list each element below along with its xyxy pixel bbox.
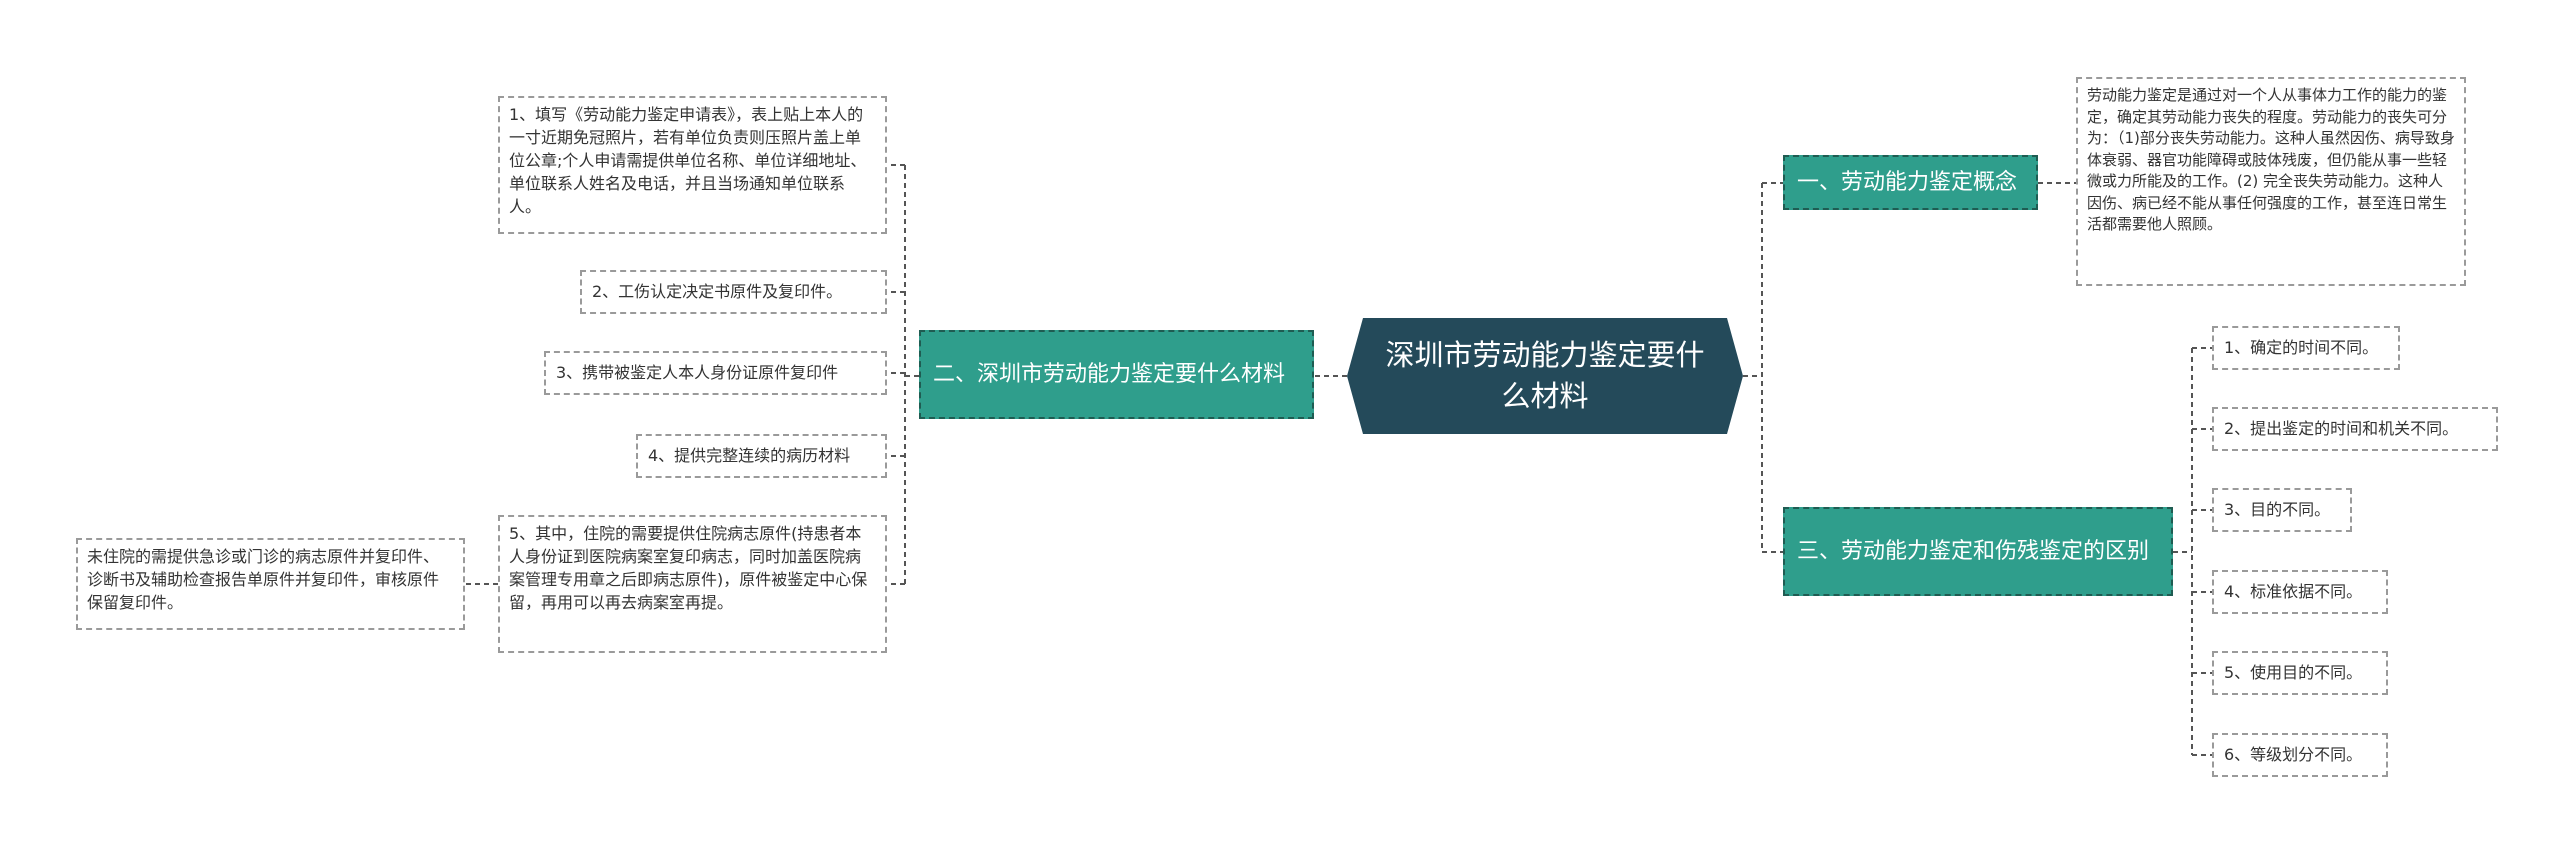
- difference-item-3-text: 3、目的不同。: [2224, 500, 2331, 519]
- materials-item-3[interactable]: 3、携带被鉴定人本人身份证原件复印件: [544, 351, 887, 395]
- materials-item-4[interactable]: 4、提供完整连续的病历材料: [636, 434, 887, 478]
- materials-sub-item[interactable]: 未住院的需提供急诊或门诊的病志原件并复印件、诊断书及辅助检查报告单原件并复印件，…: [76, 538, 465, 630]
- concept-detail-text: 劳动能力鉴定是通过对一个人从事体力工作的能力的鉴定，确定其劳动能力丧失的程度。劳…: [2087, 86, 2455, 233]
- materials-sub-item-text: 未住院的需提供急诊或门诊的病志原件并复印件、诊断书及辅助检查报告单原件并复印件，…: [87, 547, 440, 612]
- central-topic[interactable]: 深圳市劳动能力鉴定要什么材料: [1347, 318, 1743, 434]
- difference-item-6-text: 6、等级划分不同。: [2224, 745, 2363, 764]
- difference-item-1[interactable]: 1、确定的时间不同。: [2212, 326, 2400, 370]
- difference-item-2-text: 2、提出鉴定的时间和机关不同。: [2224, 419, 2459, 438]
- difference-item-1-text: 1、确定的时间不同。: [2224, 338, 2379, 357]
- materials-item-2-text: 2、工伤认定决定书原件及复印件。: [592, 282, 843, 301]
- branch-difference[interactable]: 三、劳动能力鉴定和伤残鉴定的区别: [1783, 507, 2173, 596]
- central-topic-label: 深圳市劳动能力鉴定要什么材料: [1385, 338, 1705, 413]
- materials-item-1[interactable]: 1、填写《劳动能力鉴定申请表》，表上贴上本人的一寸近期免冠照片，若有单位负责则压…: [498, 96, 887, 234]
- center-right-connector: [1743, 182, 1783, 553]
- materials-item-5[interactable]: 5、其中，住院的需要提供住院病志原件(持患者本人身份证到医院病案室复印病志，同时…: [498, 515, 887, 653]
- materials-item-4-text: 4、提供完整连续的病历材料: [648, 446, 851, 465]
- materials-connector: [887, 164, 919, 585]
- branch-concept[interactable]: 一、劳动能力鉴定概念: [1783, 155, 2038, 210]
- branch-materials[interactable]: 二、深圳市劳动能力鉴定要什么材料: [919, 330, 1314, 419]
- concept-detail[interactable]: 劳动能力鉴定是通过对一个人从事体力工作的能力的鉴定，确定其劳动能力丧失的程度。劳…: [2076, 77, 2466, 286]
- branch-materials-label: 二、深圳市劳动能力鉴定要什么材料: [933, 362, 1286, 387]
- difference-item-4-text: 4、标准依据不同。: [2224, 582, 2363, 601]
- difference-item-5[interactable]: 5、使用目的不同。: [2212, 651, 2388, 695]
- difference-item-5-text: 5、使用目的不同。: [2224, 663, 2363, 682]
- difference-item-2[interactable]: 2、提出鉴定的时间和机关不同。: [2212, 407, 2498, 451]
- materials-item-2[interactable]: 2、工伤认定决定书原件及复印件。: [580, 270, 887, 314]
- materials-item-1-text: 1、填写《劳动能力鉴定申请表》，表上贴上本人的一寸近期免冠照片，若有单位负责则压…: [509, 105, 867, 216]
- materials-item-5-text: 5、其中，住院的需要提供住院病志原件(持患者本人身份证到医院病案室复印病志，同时…: [509, 524, 868, 612]
- branch-difference-label: 三、劳动能力鉴定和伤残鉴定的区别: [1797, 539, 2150, 564]
- difference-item-6[interactable]: 6、等级划分不同。: [2212, 733, 2388, 777]
- difference-item-4[interactable]: 4、标准依据不同。: [2212, 570, 2388, 614]
- materials-item-3-text: 3、携带被鉴定人本人身份证原件复印件: [556, 363, 839, 382]
- difference-item-3[interactable]: 3、目的不同。: [2212, 488, 2352, 532]
- branch-concept-label: 一、劳动能力鉴定概念: [1797, 170, 2018, 195]
- difference-connector: [2173, 347, 2212, 756]
